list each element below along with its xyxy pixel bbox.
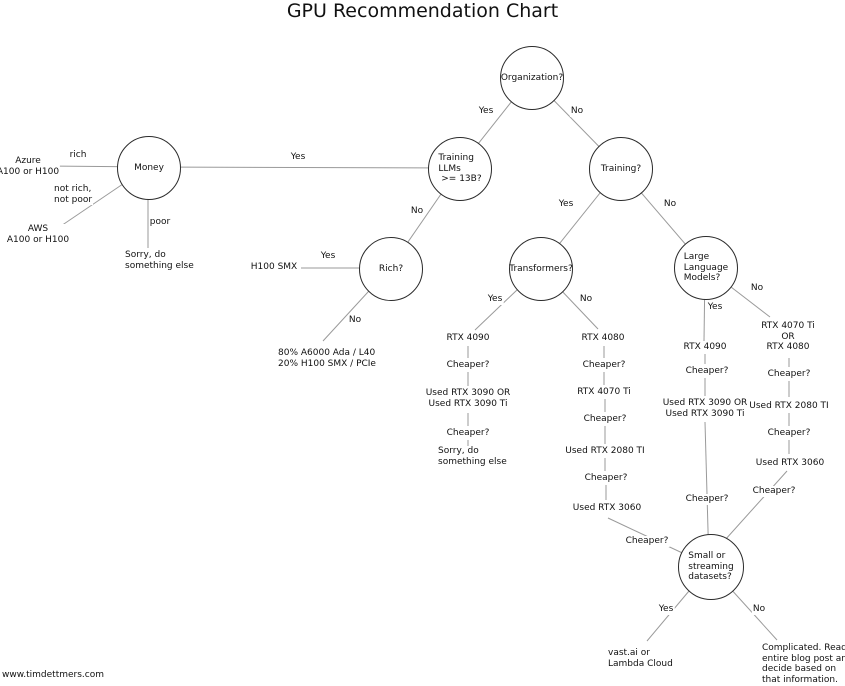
edge-label-llm-yes: Yes [706,302,724,313]
edge-label-rich-yes: Yes [319,251,337,262]
outcome-sorry-poor: Sorry, do something else [124,250,195,272]
edge-label-organization-yes: Yes [477,106,495,117]
node-money: Money [117,136,181,200]
edge-label-training-no: No [662,199,678,210]
edge-label-money-poor: poor [148,217,172,228]
node-rich: Rich? [359,237,423,301]
outcome-h100-smx: H100 SMX [249,262,299,273]
edge-label-cheaper-b2: Cheaper? [582,414,628,425]
edge-label-cheaper-d2: Cheaper? [766,428,812,439]
edge-label-cheaper-d1: Cheaper? [766,369,812,380]
edge-label-transformers-no: No [578,294,594,305]
outcome-complicated: Complicated. Read entire blog post and d… [761,643,845,686]
edge-label-cheaper-c1: Cheaper? [684,366,730,377]
edge-label-cheaper-b1: Cheaper? [581,360,627,371]
edge-line [147,166,460,169]
edge-label-small-datasets-yes: Yes [657,604,675,615]
edge-label-training-yes: Yes [557,199,575,210]
outcome-llm-used-3090: Used RTX 3090 OR Used RTX 3090 Ti [661,398,749,420]
outcome-llm-rtx-4070-or-4080: RTX 4070 Ti OR RTX 4080 [760,321,816,353]
edge-label-money-yes: Yes [289,152,307,163]
edge-label-cheaper-a2: Cheaper? [445,428,491,439]
edge-label-cheaper-a1: Cheaper? [445,360,491,371]
node-transformers: Transformers? [509,237,573,301]
outcome-transformers-rtx-4070-ti: RTX 4070 Ti [576,387,632,398]
outcome-transformers-used-3060: Used RTX 3060 [571,503,643,514]
chart-title: GPU Recommendation Chart [286,0,559,22]
edge-line [715,470,788,551]
edge-label-llm-no: No [749,283,765,294]
outcome-transformers-sorry: Sorry, do something else [437,446,508,468]
outcome-transformers-rtx-4090: RTX 4090 [445,333,491,344]
edge-label-transformers-yes: Yes [486,294,504,305]
outcome-transformers-rtx-4080: RTX 4080 [580,333,626,344]
outcome-azure: Azure A100 or H100 [0,156,61,178]
node-training: Training? [589,137,653,201]
edge-label-small-datasets-no: No [751,604,767,615]
outcome-vast-ai: vast.ai or Lambda Cloud [607,648,674,670]
outcome-transformers-used-2080: Used RTX 2080 TI [564,446,646,457]
edge-label-cheaper-c2: Cheaper? [684,494,730,505]
outcome-llm-used-2080: Used RTX 2080 TI [748,401,830,412]
watermark: www.timdettmers.com [2,670,104,680]
node-small-streaming-datasets: Small or streaming datasets? [678,534,744,600]
edge-label-money-not-rich-not-poor: not rich, not poor [53,184,94,206]
outcome-llm-used-3060: Used RTX 3060 [754,458,826,469]
outcome-llm-rtx-4090: RTX 4090 [682,342,728,353]
edge-label-cheaper-b3: Cheaper? [583,473,629,484]
edge-label-rich-no: No [347,315,363,326]
edge-label-cheaper-b4: Cheaper? [624,536,670,547]
node-training-llms: Training LLMs >= 13B? [428,137,492,201]
outcome-a6000-mix: 80% A6000 Ada / L40 20% H100 SMX / PCIe [277,348,377,370]
edge-label-cheaper-d3: Cheaper? [751,486,797,497]
outcome-transformers-used-3090: Used RTX 3090 OR Used RTX 3090 Ti [424,388,512,410]
outcome-aws: AWS A100 or H100 [5,224,71,246]
edge-label-organization-no: No [569,106,585,117]
node-large-language-models: Large Language Models? [674,236,738,300]
edge-label-training-llms-no: No [409,206,425,217]
edge-label-money-rich: rich [68,150,88,161]
node-organization: Organization? [500,46,564,110]
